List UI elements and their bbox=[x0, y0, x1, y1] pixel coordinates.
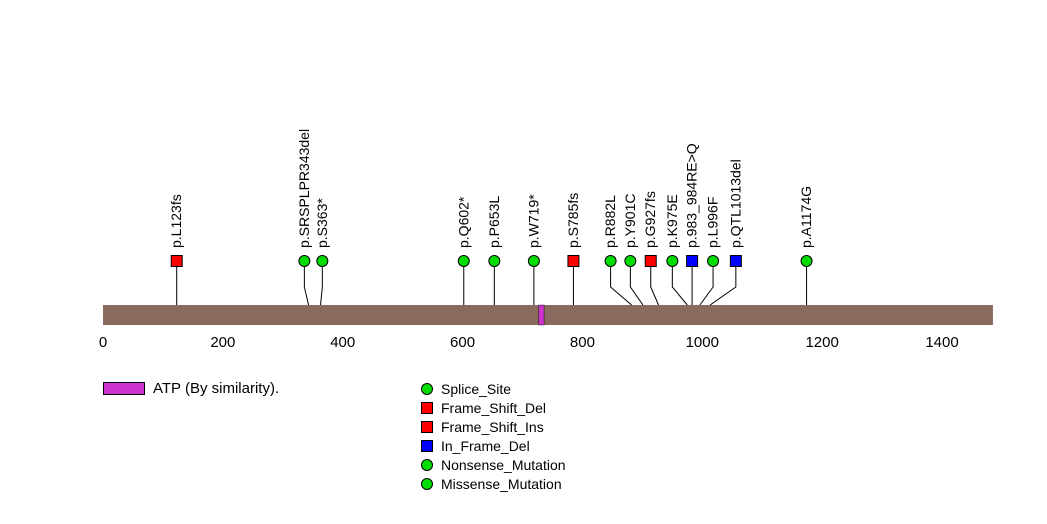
mutation-label: p.SRSPLPR343del bbox=[296, 129, 312, 248]
mutation-marker bbox=[729, 255, 742, 267]
mutation-marker bbox=[624, 255, 637, 267]
mutation-marker bbox=[170, 255, 183, 267]
mutation-marker bbox=[316, 255, 329, 267]
mutation-label: p.S363* bbox=[314, 198, 330, 248]
splice-site-marker-icon bbox=[421, 382, 433, 395]
mutation-label: p.L123fs bbox=[168, 194, 184, 248]
lollipop-chart: 0 200 400 600 800 1000 1200 1400 p.L123fs p.SRSPL… bbox=[99, 129, 993, 351]
mutation-label: p.G927fs bbox=[642, 191, 658, 248]
mutation-marker bbox=[686, 255, 699, 267]
legend-item-frame-shift-del: Frame_Shift_Del bbox=[421, 398, 566, 417]
atp-domain-legend-label: ATP (By similarity). bbox=[153, 380, 280, 397]
x-axis-tick-label: 200 bbox=[210, 334, 235, 351]
mutation-marker bbox=[644, 255, 657, 267]
nonsense-mutation-marker-icon bbox=[421, 458, 433, 471]
lollipop-stem bbox=[610, 267, 632, 306]
legend-label: Splice_Site bbox=[441, 380, 512, 397]
x-axis-tick-label: 600 bbox=[450, 334, 475, 351]
x-axis-tick-label: 1000 bbox=[686, 334, 719, 351]
atp-domain-swatch bbox=[103, 382, 145, 395]
mutation-marker bbox=[800, 255, 813, 267]
mutation-label: p.P653L bbox=[486, 196, 502, 248]
mutation-marker bbox=[604, 255, 617, 267]
domain-legend: ATP (By similarity). bbox=[103, 380, 279, 397]
legend-item-frame-shift-ins: Frame_Shift_Ins bbox=[421, 417, 566, 436]
legend-label: Missense_Mutation bbox=[441, 475, 562, 492]
x-axis-tick-label: 0 bbox=[99, 334, 107, 351]
mutation-marker bbox=[666, 255, 679, 267]
mutation-label: p.K975E bbox=[664, 194, 680, 248]
legend-label: Frame_Shift_Ins bbox=[441, 418, 544, 435]
legend-item-in-frame-del: In_Frame_Del bbox=[421, 436, 566, 455]
missense-mutation-marker-icon bbox=[421, 477, 433, 490]
lollipop-stem bbox=[650, 267, 659, 306]
legend-item-nonsense-mutation: Nonsense_Mutation bbox=[421, 455, 566, 474]
lollipop-stem bbox=[303, 267, 310, 306]
x-axis-tick-label: 1200 bbox=[805, 334, 838, 351]
frame-shift-ins-marker-icon bbox=[421, 420, 433, 433]
mutation-label: p.W719* bbox=[525, 194, 541, 248]
mutation-label: p.QTL1013del bbox=[727, 159, 743, 248]
mutation-label: p.L996F bbox=[705, 197, 721, 248]
mutation-label: p.Q602* bbox=[455, 196, 471, 248]
lollipop-stem bbox=[699, 267, 714, 306]
mutation-type-legend: Splice_Site Frame_Shift_Del Frame_Shift_… bbox=[421, 379, 566, 493]
x-axis-tick-label: 800 bbox=[570, 334, 595, 351]
legend-label: Nonsense_Mutation bbox=[441, 456, 566, 473]
mutation-label: p.R882L bbox=[602, 195, 618, 248]
gene-body-bar bbox=[103, 305, 993, 325]
mutation-marker bbox=[488, 255, 501, 267]
lollipop-stem bbox=[629, 267, 644, 306]
legend-item-splice-site: Splice_Site bbox=[421, 379, 566, 398]
x-axis-tick-label: 400 bbox=[330, 334, 355, 351]
x-axis-tick-label: 1400 bbox=[925, 334, 958, 351]
protein-domain-atp bbox=[538, 304, 545, 326]
legend-label: Frame_Shift_Del bbox=[441, 399, 547, 416]
legend-item-missense-mutation: Missense_Mutation bbox=[421, 474, 566, 493]
frame-shift-del-marker-icon bbox=[421, 401, 433, 414]
mutation-label: p.S785fs bbox=[565, 193, 581, 248]
mutation-label: p.A1174G bbox=[798, 186, 814, 248]
lollipop-stem bbox=[709, 267, 737, 306]
in-frame-del-marker-icon bbox=[421, 439, 433, 452]
mutation-label: p.Y901C bbox=[622, 194, 638, 248]
mutation-marker bbox=[298, 255, 311, 267]
mutation-label: p.983_984RE>Q bbox=[684, 143, 700, 248]
legend-label: In_Frame_Del bbox=[441, 437, 530, 454]
mutation-marker bbox=[527, 255, 540, 267]
lollipop-stem bbox=[671, 267, 688, 306]
mutation-marker bbox=[707, 255, 720, 267]
lollipop-stem bbox=[320, 267, 323, 306]
mutation-marker bbox=[567, 255, 580, 267]
mutation-marker bbox=[457, 255, 470, 267]
